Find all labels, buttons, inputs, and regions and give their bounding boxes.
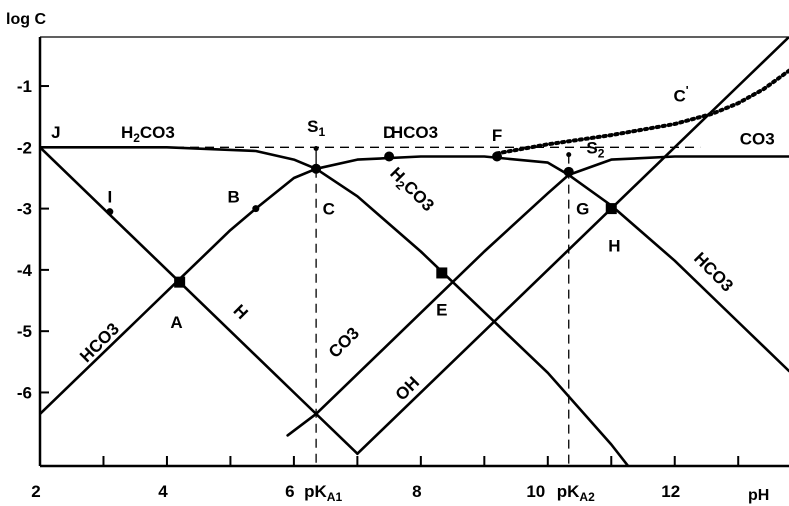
point-d-label: D <box>383 123 395 142</box>
point-i-label: I <box>107 187 112 206</box>
point-b-label: B <box>227 187 239 206</box>
y-tick-label: -3 <box>17 200 32 219</box>
x-tick-label: 6 <box>285 482 294 501</box>
point-a-marker <box>174 276 186 288</box>
label-text: HCO <box>391 123 429 142</box>
point-h-marker <box>605 203 617 215</box>
point-h-label: H <box>608 236 620 255</box>
point-c-label: C <box>323 200 335 219</box>
series-c-5 <box>495 68 789 156</box>
series-oh-4 <box>356 37 789 456</box>
y-tick-label: -2 <box>17 138 32 157</box>
label-text: 3 <box>765 129 774 148</box>
x-tick-label: 10 <box>526 482 545 501</box>
point-e-marker <box>436 267 448 279</box>
point-subscript: 1 <box>318 125 325 139</box>
curve-label-h2co3-0: H2CO3 <box>121 123 175 145</box>
y-tick-label: -5 <box>17 322 32 341</box>
y-tick-label: -6 <box>17 383 32 402</box>
x-tick-label: 8 <box>412 482 421 501</box>
point-s1-marker <box>313 146 319 152</box>
point-f-marker <box>492 151 503 162</box>
point-g-marker <box>563 166 574 177</box>
curve-label-co3-8: CO3 <box>740 129 775 148</box>
curve-label-c-9: C' <box>674 83 689 105</box>
point-f-label: F <box>492 126 502 145</box>
point-d-marker <box>384 151 395 162</box>
x-tick-label: 4 <box>158 482 168 501</box>
point-subscript: 2 <box>598 146 605 160</box>
y-tick-label: -4 <box>17 261 33 280</box>
label-text: CO <box>140 123 166 142</box>
pka-subscript: A1 <box>327 490 343 504</box>
series-h2co3-0 <box>40 146 630 466</box>
point-a-label: A <box>170 313 182 332</box>
point-c-marker <box>311 163 322 174</box>
point-b-marker <box>252 205 260 213</box>
curve-label-hco3-1: HCO3 <box>391 123 438 142</box>
y-axis-title: log C <box>6 11 46 28</box>
x-tick-label: 12 <box>661 482 680 501</box>
point-i-marker <box>106 208 114 216</box>
x-axis-title: pH <box>748 487 769 504</box>
label-text: 3 <box>429 123 438 142</box>
point-g-label: G <box>576 200 589 219</box>
x-tick-label: 2 <box>31 482 40 501</box>
point-s2-marker <box>566 152 572 158</box>
prime-mark: ' <box>686 83 689 97</box>
point-e-label: E <box>436 301 447 320</box>
point-j-label: J <box>51 123 60 142</box>
label-text: H <box>121 123 133 142</box>
label-text: CO <box>740 129 766 148</box>
subscript: 2 <box>133 131 140 145</box>
pka-subscript: A2 <box>579 490 595 504</box>
label-text: 3 <box>165 123 174 142</box>
series-co3-2 <box>286 155 789 437</box>
y-tick-label: -1 <box>17 77 32 96</box>
